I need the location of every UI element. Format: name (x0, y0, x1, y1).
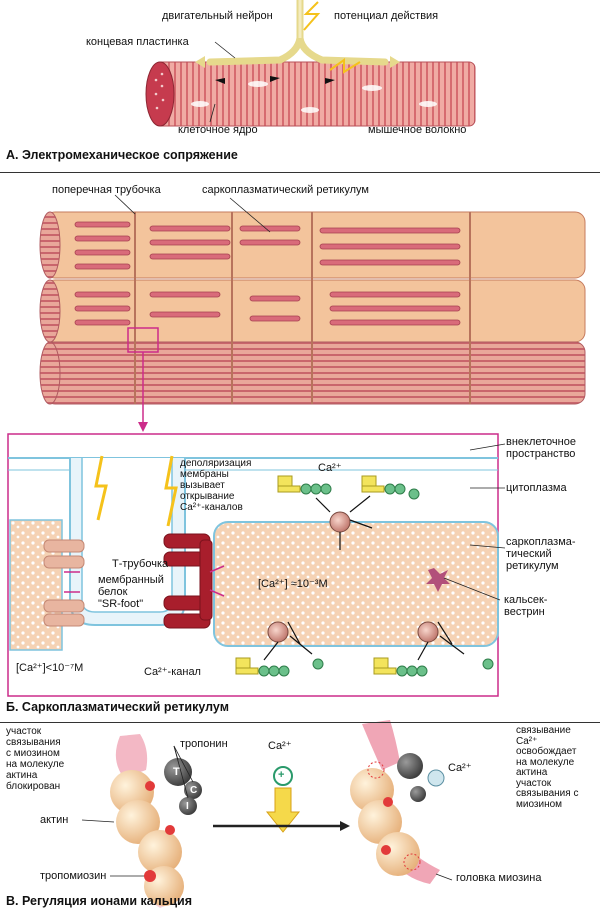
troponin-c-letter: C (190, 785, 198, 796)
divider-a (0, 172, 600, 173)
frees-line-3: освобождает (516, 746, 577, 757)
depolarization-line-5: Ca²⁺-каналов (180, 502, 243, 513)
ca-cytoplasm-concentration-label: [Ca²⁺]<10⁻⁷М (16, 662, 84, 674)
depolarization-label: деполяризация мембраны вызывает открыван… (180, 458, 251, 513)
blocked-line-2: связывания (6, 737, 61, 748)
end-plate (195, 56, 205, 68)
cytoplasm-label: цитоплазма (506, 482, 567, 494)
sr-right-line-3: ретикулум (506, 560, 559, 572)
ca-sr-concentration-label: [Ca²⁺] ≈10⁻³М (258, 578, 328, 590)
extracellular-label: внеклеточное пространство (506, 436, 576, 460)
frees-line-2: Ca²⁺ (516, 735, 538, 747)
ca-arrow (265, 787, 301, 833)
tropomyosin-label: тропомиозин (40, 870, 107, 882)
calsequestrin-line-2: вестрин (504, 606, 545, 618)
depolarization-line-1: деполяризация (180, 458, 252, 469)
troponin-label: тропонин (180, 738, 228, 750)
cell-nuclei (191, 81, 437, 113)
ca-plus-sign: + (278, 769, 285, 781)
atp-icons (235, 475, 494, 677)
panel-c-art (81, 720, 453, 908)
blocked-line-1: участок (6, 726, 42, 737)
myosin-head-label: головка миозина (456, 872, 542, 884)
t-tubule-top-label: поперечная трубочка (52, 184, 161, 196)
depolarization-line-4: открывание (180, 491, 235, 502)
blocked-line-6: блокирован (6, 781, 61, 792)
troponin-c (184, 781, 202, 799)
cell-nucleus-label: клеточное ядро (178, 124, 258, 136)
panel-b-detail-art (7, 433, 506, 697)
panel-c-title: В. Регуляция ионами кальция (6, 894, 193, 908)
troponin-t (164, 758, 192, 786)
troponin-i-letter: I (186, 801, 189, 812)
sr-network (74, 221, 461, 326)
blocked-line-4: на молекуле (6, 759, 65, 770)
binding-site-blocked-label: участок связывания с миозином на молекул… (6, 726, 64, 792)
panel-a-title: А. Электромеханическое сопряжение (6, 148, 238, 162)
panel-b-top-art (39, 194, 586, 432)
sr-foot-line-2: белок (98, 586, 128, 598)
panel-b-title: Б. Саркоплазматический ретикулум (6, 700, 229, 714)
action-potential-icon (303, 1, 321, 31)
calsequestrin-label: кальсек- вестрин (504, 594, 547, 618)
depolarization-line-2: мембраны (180, 469, 229, 480)
t-tubule-detail-label: Т-трубочка (112, 558, 169, 570)
ca-binding-frees-label: связывание Ca²⁺ освобождает на молекуле … (516, 725, 579, 810)
muscle-fiber-label: мышечное волокно (368, 124, 467, 136)
ca-channels (43, 533, 213, 629)
sr-foot-label: мембранный белок "SR-foot" (98, 574, 164, 610)
ca-ion-label-top: Ca²⁺ (318, 462, 342, 474)
myofibril (44, 341, 586, 405)
sr-right-label: саркоплазма- тический ретикулум (506, 536, 576, 572)
extracellular-line-1: внеклеточное (506, 436, 576, 448)
end-plate-label: концевая пластинка (86, 36, 189, 48)
troponin-i (179, 797, 197, 815)
ca-pumps (263, 495, 465, 661)
calsequestrin-line-1: кальсек- (504, 594, 548, 606)
frees-line-4: на молекуле (516, 756, 575, 768)
calsequestrin (426, 568, 450, 592)
sr-right-line-2: тический (506, 548, 552, 560)
frees-line-7: связывания с (516, 788, 579, 799)
sr-foot-line-1: мембранный (98, 574, 164, 586)
muscle-fiber-end (145, 61, 175, 127)
sr-lumen (213, 521, 499, 647)
blocked-line-3: с миозином (6, 748, 60, 759)
sr-foot-line-3: "SR-foot" (98, 598, 144, 610)
ca-ion-label-center: Ca²⁺ (268, 740, 292, 752)
panel-a-art (145, 0, 476, 127)
tropomyosin (144, 870, 156, 882)
frees-line-6: участок (516, 777, 552, 789)
blocked-line-5: актина (6, 770, 38, 781)
actin-label: актин (40, 814, 69, 826)
action-potential-label: потенциал действия (334, 10, 439, 22)
frees-line-5: актина (516, 767, 548, 778)
ca-ion-label-right: Ca²⁺ (448, 762, 472, 774)
muscle-fiber (154, 61, 476, 127)
sr-right-line-1: саркоплазма- (506, 536, 576, 548)
extracellular-line-2: пространство (506, 448, 576, 460)
frees-line-8: миозином (516, 798, 563, 810)
motor-neuron (206, 0, 389, 66)
troponin-t-letter: T (173, 766, 180, 778)
frees-line-1: связывание (516, 725, 571, 736)
sr-top-label: саркоплазматический ретикулум (202, 184, 369, 196)
ca-plus-icon (273, 766, 293, 786)
divider-b (0, 722, 600, 723)
ca-channel-label: Ca²⁺-канал (144, 666, 201, 678)
depolarization-line-3: вызывает (180, 480, 225, 491)
motor-neuron-label: двигательный нейрон (162, 10, 273, 22)
